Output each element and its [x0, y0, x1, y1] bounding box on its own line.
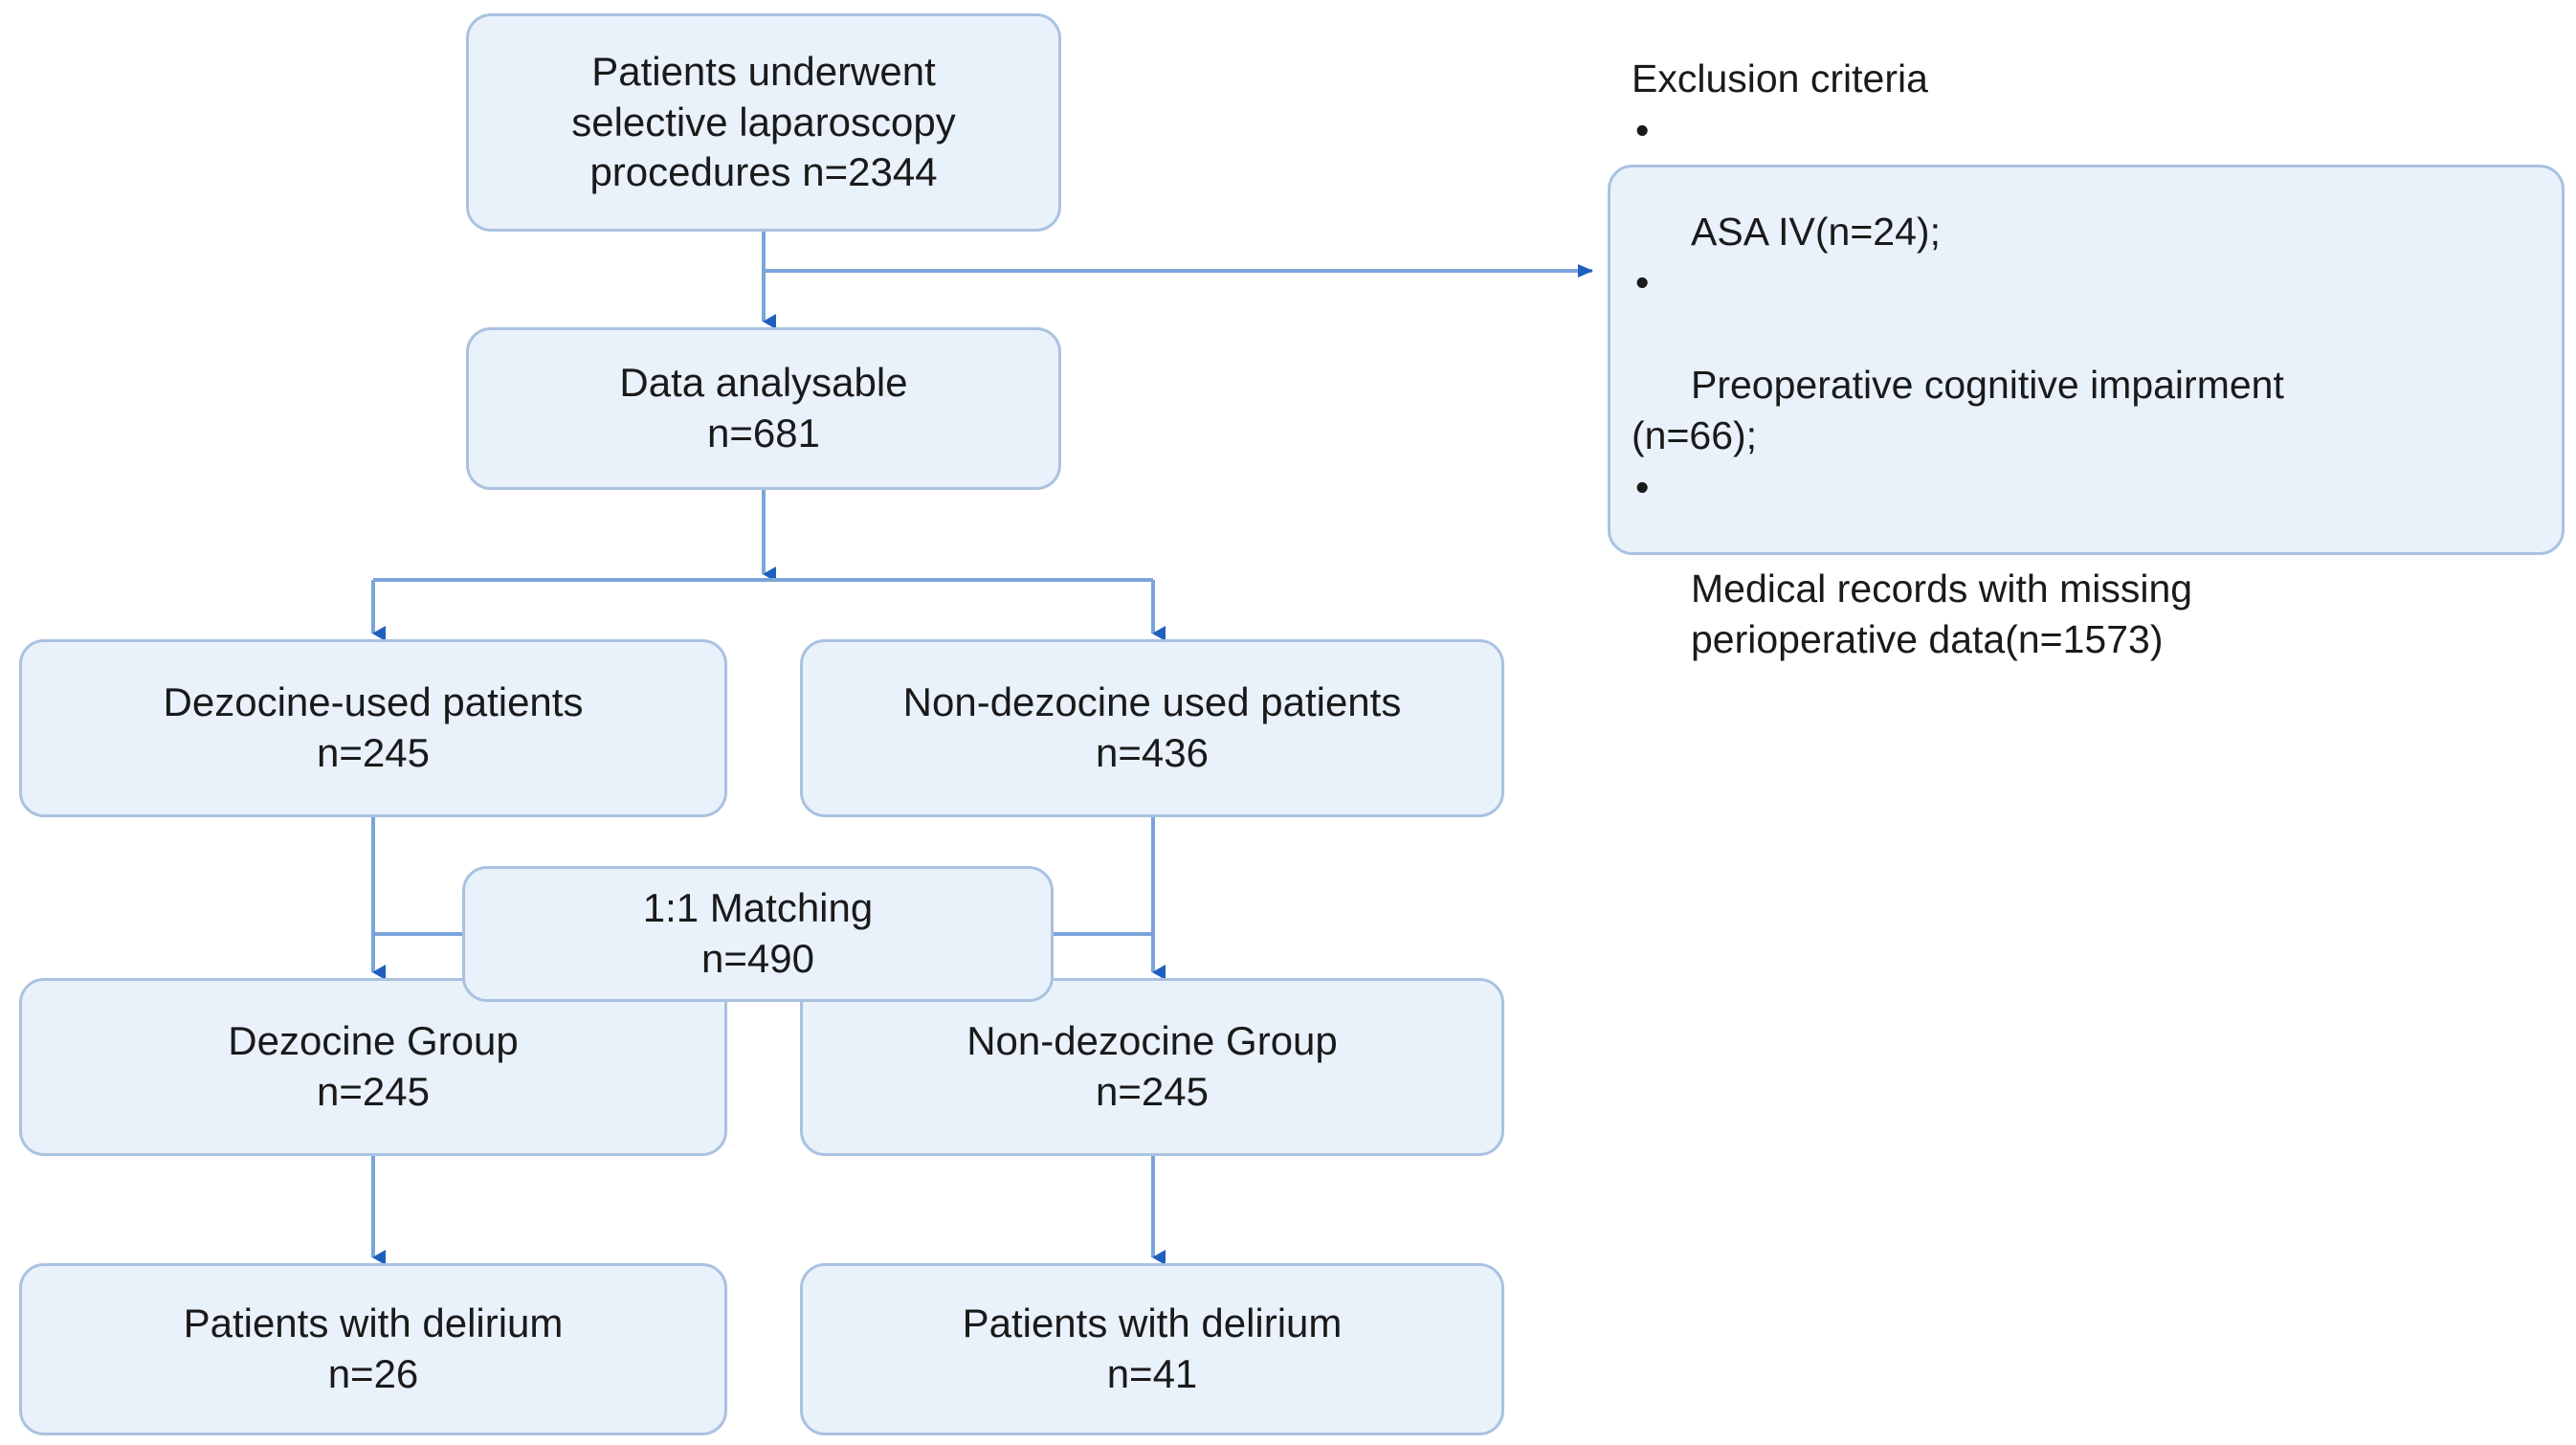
- node-enrolled-line3: procedures n=2344: [589, 149, 938, 195]
- node-analysable-line1: Data analysable: [619, 360, 908, 406]
- connector-analysable-split: [371, 490, 1166, 641]
- node-dezocine-group-line1: Dezocine Group: [228, 1018, 519, 1064]
- exclusion-item-records-continuation: perioperative data(n=1573): [1691, 617, 2164, 662]
- bullet-icon: •: [1635, 260, 1650, 305]
- exclusion-item-asa: • ASA IV(n=24);: [1632, 105, 1941, 258]
- node-dezocine-used-line1: Dezocine-used patients: [163, 679, 584, 725]
- node-nondezocine-delirium: Patients with delirium n=41: [800, 1263, 1504, 1435]
- exclusion-item-asa-text: ASA IV(n=24);: [1691, 210, 1941, 255]
- node-analysable-line2: n=681: [707, 411, 820, 456]
- exclusion-item-records-text: Medical records with missing: [1691, 567, 2193, 611]
- exclusion-item-records: • Medical records with missing: [1632, 462, 2192, 615]
- exclusion-title: Exclusion criteria: [1632, 56, 1928, 101]
- node-dezocine-used-line2: n=245: [317, 730, 430, 775]
- node-nondezocine-used-line2: n=436: [1096, 730, 1209, 775]
- node-dezocine-delirium: Patients with delirium n=26: [19, 1263, 727, 1435]
- exclusion-item-cognitive-continuation: (n=66);: [1632, 413, 1758, 458]
- node-dezocine-delirium-line2: n=26: [327, 1351, 419, 1396]
- node-patients-enrolled: Patients underwent selective laparoscopy…: [466, 13, 1061, 232]
- exclusion-item-cognitive-text: Preoperative cognitive impairment: [1691, 363, 2284, 407]
- node-matching-line1: 1:1 Matching: [642, 885, 874, 931]
- node-data-analysable: Data analysable n=681: [466, 327, 1061, 490]
- node-nondezocine-delirium-line2: n=41: [1106, 1351, 1198, 1396]
- node-dezocine-group-line2: n=245: [317, 1069, 430, 1114]
- node-matching-line2: n=490: [701, 936, 814, 981]
- bullet-icon: •: [1635, 107, 1650, 152]
- node-nondezocine-group-line1: Non-dezocine Group: [966, 1018, 1338, 1064]
- node-nondezocine-group: Non-dezocine Group n=245: [800, 978, 1504, 1156]
- node-nondezocine-used-line1: Non-dezocine used patients: [902, 679, 1402, 725]
- bullet-icon: •: [1635, 464, 1650, 509]
- node-enrolled-line1: Patients underwent: [591, 48, 936, 94]
- node-matching: 1:1 Matching n=490: [462, 866, 1054, 1002]
- node-enrolled-line2: selective laparoscopy: [571, 99, 956, 144]
- node-nondezocine-group-line2: n=245: [1096, 1069, 1209, 1114]
- exclusion-item-cognitive: • Preoperative cognitive impairment: [1632, 257, 2284, 411]
- node-dezocine-group: Dezocine Group n=245: [19, 978, 727, 1156]
- node-nondezocine-used-patients: Non-dezocine used patients n=436: [800, 639, 1504, 817]
- node-dezocine-delirium-line1: Patients with delirium: [183, 1300, 564, 1346]
- node-dezocine-used-patients: Dezocine-used patients n=245: [19, 639, 727, 817]
- node-exclusion-criteria: Exclusion criteria • ASA IV(n=24); • Pre…: [1608, 56, 2565, 661]
- node-nondezocine-delirium-line1: Patients with delirium: [962, 1300, 1343, 1346]
